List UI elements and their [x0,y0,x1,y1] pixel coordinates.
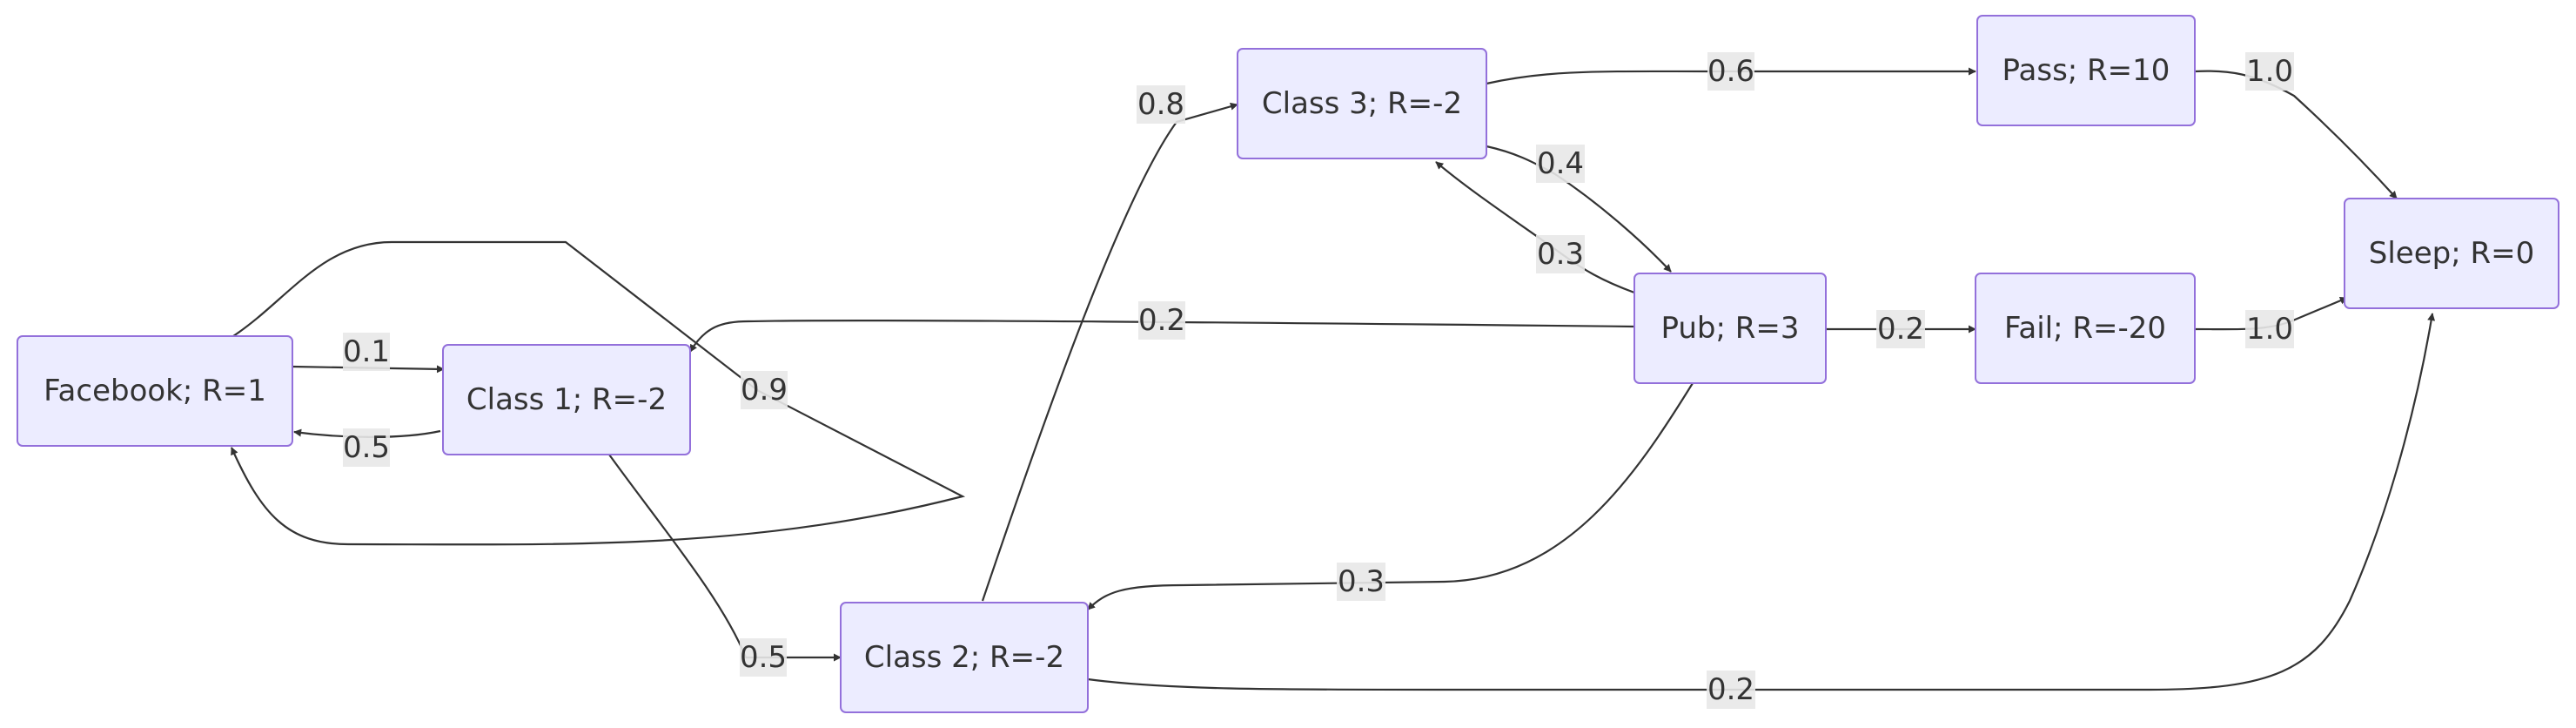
node-facebook: Facebook; R=1 [17,335,293,447]
edge-label-pub-to-fail: 0.2 [1876,310,1925,348]
svg-text:Class 2; R=-2: Class 2; R=-2 [864,640,1064,675]
svg-text:0.3: 0.3 [1338,564,1385,599]
svg-text:0.2: 0.2 [1877,312,1924,347]
edge-pass-to-sleep [2194,70,2398,199]
edge-label-facebook-to-class1: 0.1 [343,333,390,371]
svg-text:0.1: 0.1 [343,334,390,369]
edge-pub-to-class3 [1435,161,1635,294]
edge-class2-to-sleep [1087,313,2436,691]
node-class1: Class 1; R=-2 [442,344,691,455]
svg-text:Class 3; R=-2: Class 3; R=-2 [1262,86,1462,121]
svg-text:Sleep; R=0: Sleep; R=0 [2369,236,2534,271]
edge-label-class3-to-pub: 0.4 [1536,145,1585,183]
svg-text:1.0: 1.0 [2246,54,2293,89]
svg-text:0.3: 0.3 [1537,237,1584,272]
svg-text:0.5: 0.5 [740,640,787,675]
svg-text:0.5: 0.5 [343,430,390,465]
node-pass: Pass; R=10 [1976,15,2196,126]
edge-class3-to-pass [1486,67,1976,85]
node-class3: Class 3; R=-2 [1237,48,1487,159]
edge-label-pub-to-class1: 0.2 [1138,301,1185,340]
edge-pub-to-class1 [689,320,1635,353]
edge-label-class1-to-facebook: 0.5 [343,428,390,467]
svg-text:Class 1; R=-2: Class 1; R=-2 [466,382,667,417]
edge-label-fail-to-sleep: 1.0 [2245,310,2294,348]
edge-facebook-self-loop [230,240,966,546]
node-pub: Pub; R=3 [1633,273,1827,384]
node-class2: Class 2; R=-2 [840,602,1089,713]
edge-label-pass-to-sleep: 1.0 [2245,52,2294,91]
svg-text:0.6: 0.6 [1707,54,1754,89]
svg-text:0.8: 0.8 [1137,87,1184,122]
edge-pub-to-class2 [1087,382,1694,610]
edge-label-class3-to-pass: 0.6 [1707,52,1754,91]
edge-label-class2-to-class3: 0.8 [1137,85,1185,124]
node-fail: Fail; R=-20 [1975,273,2196,384]
edge-class2-to-class3 [981,102,1238,602]
svg-text:0.2: 0.2 [1707,672,1754,707]
svg-text:0.4: 0.4 [1537,146,1584,181]
svg-text:Fail; R=-20: Fail; R=-20 [2004,311,2166,346]
svg-text:0.2: 0.2 [1138,303,1185,338]
node-sleep: Sleep; R=0 [2344,198,2559,309]
edge-label-pub-to-class3: 0.3 [1536,235,1585,273]
svg-text:Pass; R=10: Pass; R=10 [2002,53,2170,88]
svg-text:Pub; R=3: Pub; R=3 [1660,311,1799,346]
edge-class1-to-class2 [608,454,842,662]
edge-label-class1-to-class2: 0.5 [740,638,787,677]
edge-label-facebook-self: 0.9 [741,371,788,409]
edge-label-pub-to-class2: 0.3 [1337,563,1385,601]
svg-text:0.9: 0.9 [741,373,788,408]
svg-text:Facebook; R=1: Facebook; R=1 [44,374,266,408]
edge-label-class2-to-sleep: 0.2 [1707,671,1755,709]
svg-text:1.0: 1.0 [2246,312,2293,347]
